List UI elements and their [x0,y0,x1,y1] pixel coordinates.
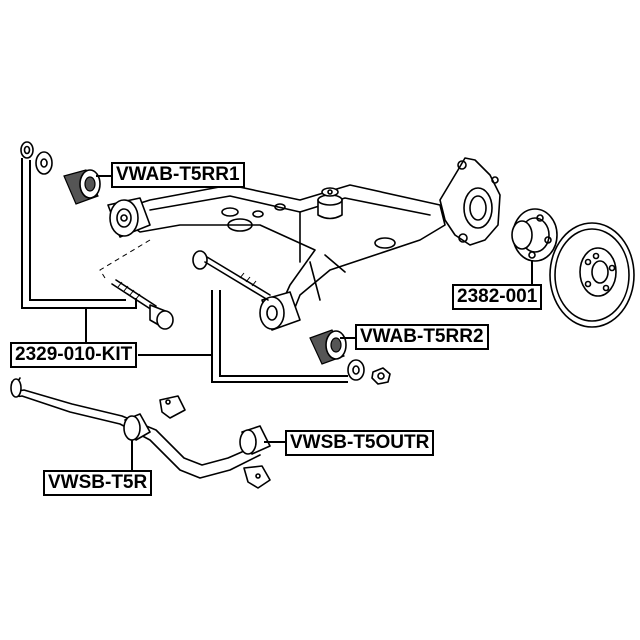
bolt-center [192,250,271,301]
bushing-rr1 [63,169,101,205]
brake-disc [549,222,635,328]
steering-knuckle [439,157,501,246]
stabilizer-bar [10,377,261,479]
bolt-left [111,279,174,330]
part-label-vwsb-t5outr: VWSB-T5OUTR [285,430,435,456]
part-label-vwab-t5rr2: VWAB-T5RR2 [355,324,489,350]
control-arm [111,184,446,321]
part-label-2329-010-kit: 2329-010-KIT [10,342,138,368]
front-arm-bushing [107,197,151,238]
stabilizer-bushing-left [123,413,151,441]
part-label-2382-001: 2382-001 [452,284,543,310]
rear-arm-bushing [259,291,301,331]
nut-washer-center [347,359,391,385]
clamp-bracket-upper [159,395,186,419]
part-label-vwab-t5rr1: VWAB-T5RR1 [111,162,245,188]
bushing-rr2 [309,329,347,365]
stabilizer-bushing-right [239,425,271,455]
ball-joint [317,187,343,220]
leader-lines [21,158,533,470]
part-label-vwsb-t5r: VWSB-T5R [43,470,153,496]
nut-washer-left [20,141,53,175]
clamp-bracket-lower [243,465,271,489]
hub-bearing [511,208,558,262]
